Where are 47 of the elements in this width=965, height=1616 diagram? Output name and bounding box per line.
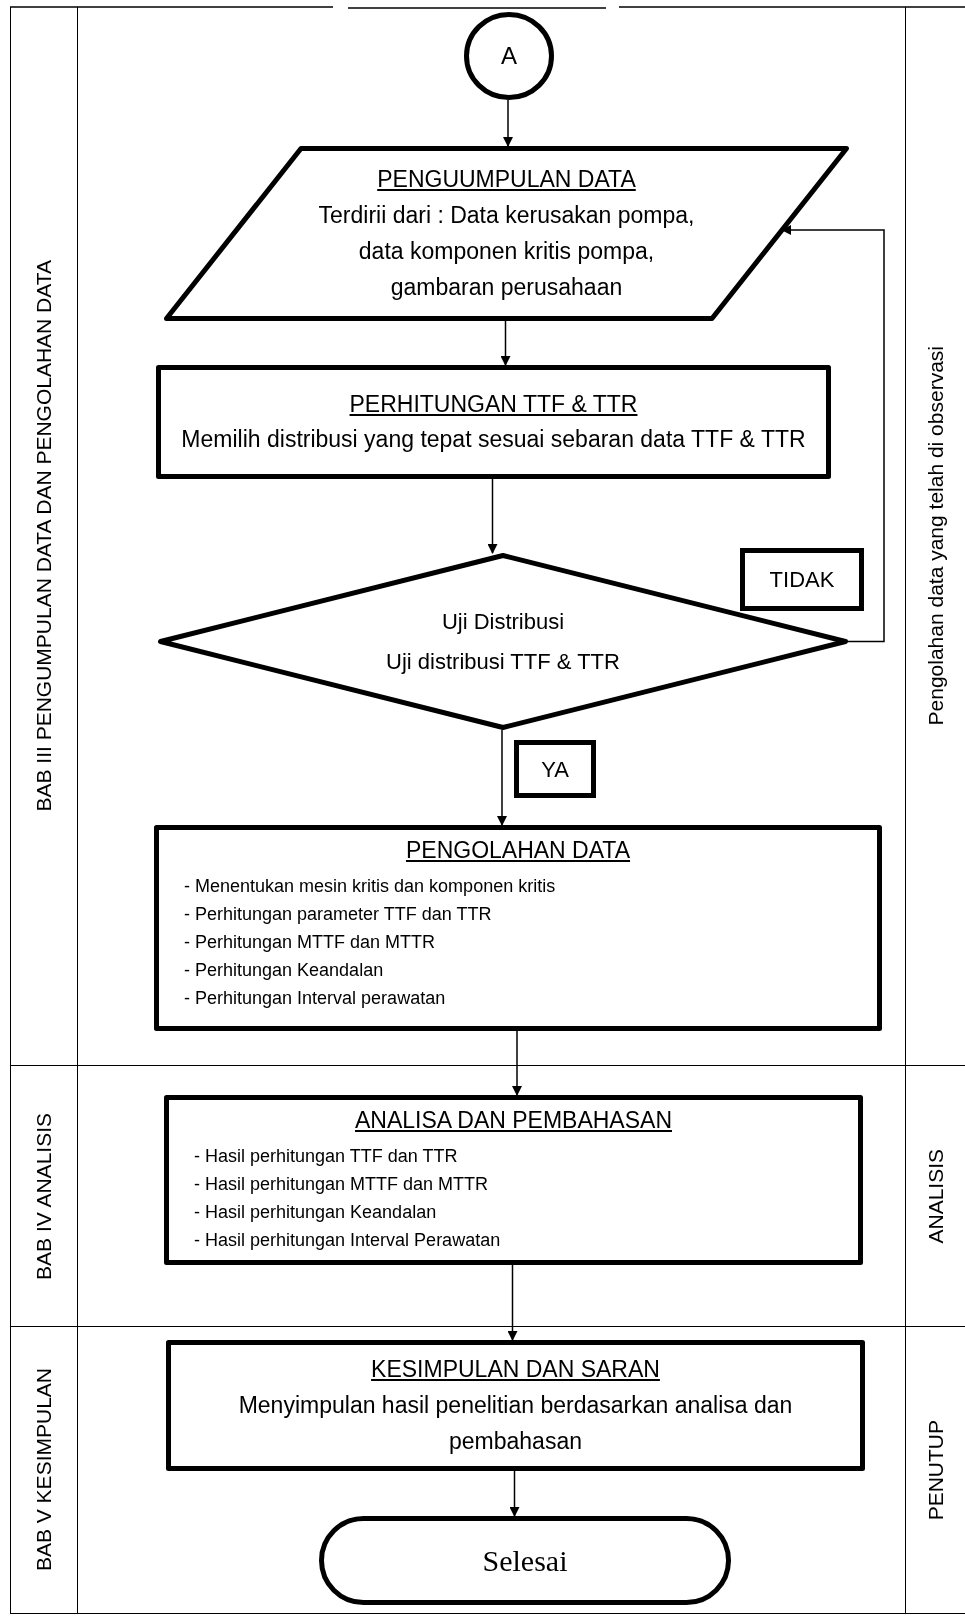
arrow — [503, 99, 513, 147]
connector-circle — [464, 12, 554, 100]
list-item: - Hasil perhitungan MTTF dan MTTR — [194, 1172, 489, 1196]
lane-note: ANALISIS — [923, 1148, 949, 1244]
lane-title: BAB III PENGUMPULAN DATA DAN PENGOLAHAN DATA — [31, 260, 57, 812]
edge-label: TIDAK — [740, 548, 864, 611]
process-box — [156, 365, 831, 479]
box-heading: PENGUUMPULAN DATA — [377, 165, 636, 195]
list-item: - Hasil perhitungan Interval Perawatan — [194, 1228, 501, 1252]
arrow — [500, 320, 511, 366]
list-item: - Perhitungan parameter TTF dan TTR — [184, 902, 492, 926]
box-heading: PERHITUNGAN TTF & TTR — [349, 389, 638, 419]
lane-title: BAB IV ANALISIS — [31, 1112, 57, 1280]
process-box — [164, 1095, 863, 1265]
list-item: - Hasil perhitungan TTF dan TTR — [194, 1144, 458, 1168]
list-item: - Perhitungan Interval perawatan — [184, 986, 446, 1010]
arrow — [507, 1264, 518, 1341]
box-text: Terdirii dari : Data kerusakan pompa, data komponen kritis pompa, gambaran perusahaan — [317, 200, 696, 302]
box-heading: KESIMPULAN DAN SARAN — [371, 1355, 660, 1385]
arrow — [512, 1030, 522, 1096]
box-heading: ANALISA DAN PEMBAHASAN — [355, 1106, 672, 1135]
box-text: Menyimpulan hasil penelitian berdasarkan analisa dan pembahasan — [237, 1390, 794, 1456]
process-box — [154, 825, 882, 1031]
terminator-label: Selesai — [482, 1543, 568, 1579]
lane-note: Pengolahan data yang telah di observasi — [923, 346, 949, 726]
decision-title: Uji Distribusi — [441, 607, 565, 636]
swimlane-row — [10, 7, 965, 1066]
list-item: - Menentukan mesin kritis dan komponen kritis — [184, 874, 556, 898]
list-item: - Hasil perhitungan Keandalan — [194, 1200, 437, 1224]
swimlane-row — [10, 1327, 965, 1614]
arrow — [781, 225, 885, 643]
edge-label: YA — [514, 740, 596, 798]
connector-label: A — [501, 41, 517, 71]
lane-title: BAB V KESIMPULAN — [31, 1368, 57, 1572]
arrow — [509, 1470, 520, 1517]
box-heading: PENGOLAHAN DATA — [405, 836, 631, 865]
lane-note: PENUTUP — [923, 1419, 949, 1521]
box-text: Memilih distribusi yang tepat sesuai sebaran data TTF & TTR — [181, 425, 806, 455]
swimlane-row — [10, 1066, 965, 1327]
data-parallelogram — [164, 146, 849, 321]
list-item: - Perhitungan Keandalan — [184, 958, 384, 982]
arrow — [487, 478, 498, 554]
list-item: - Perhitungan MTTF dan MTTR — [184, 930, 436, 954]
arrow — [497, 729, 507, 826]
decision-diamond — [158, 553, 848, 730]
decision-text: Uji distribusi TTF & TTR — [386, 647, 620, 676]
process-box — [166, 1340, 865, 1471]
